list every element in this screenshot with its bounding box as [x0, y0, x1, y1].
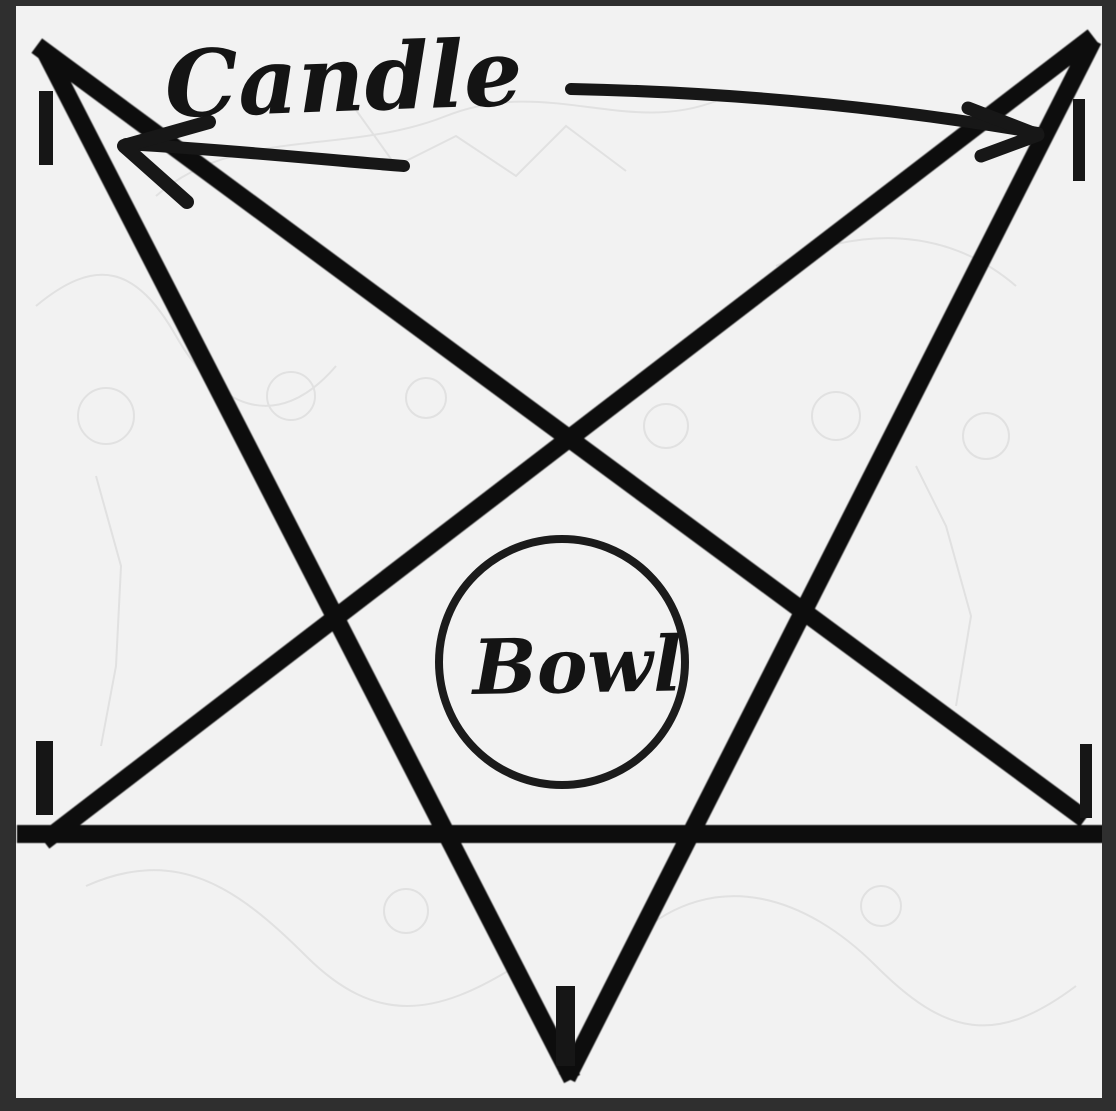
left-arrow-shaft [126, 144, 404, 166]
background-engraving [36, 96, 1076, 1025]
candle-marker-bottom-center [556, 986, 575, 1066]
pentagram-line-top-right-to-bottom-center [571, 48, 1089, 1070]
bowl-label: Bowl [470, 619, 683, 712]
candle-marker-top-left [39, 91, 53, 165]
pentagram-diagram: Candle Bowl [16, 6, 1102, 1098]
candle-marker-bottom-left [36, 741, 53, 815]
candle-marker-bottom-right [1080, 744, 1092, 818]
diagram-canvas: Candle Bowl [16, 6, 1102, 1098]
candle-label: Candle [163, 19, 524, 139]
candle-markers [36, 91, 1092, 1066]
candle-marker-top-right [1073, 99, 1085, 181]
